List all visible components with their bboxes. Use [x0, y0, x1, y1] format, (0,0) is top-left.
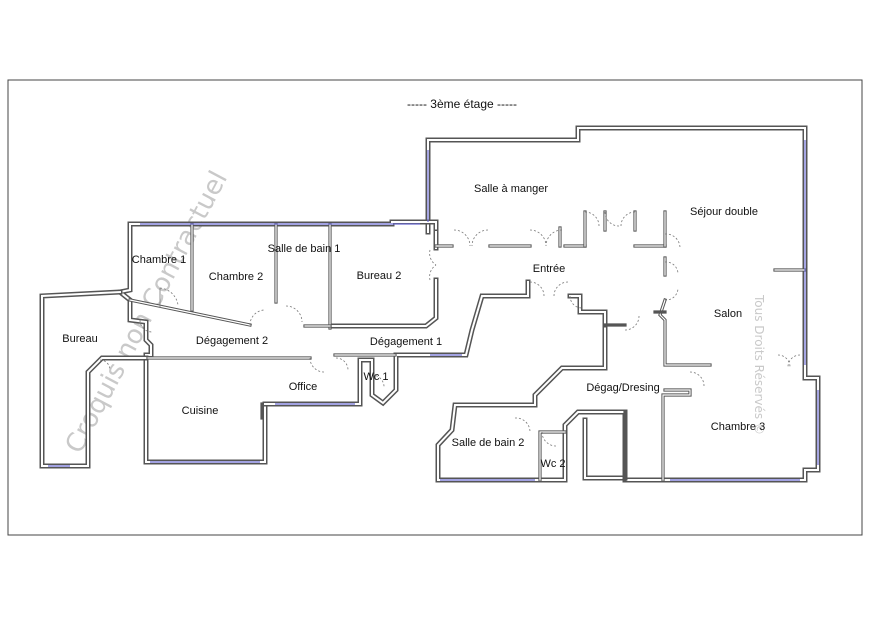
- room-label-wc-1: Wc 1: [363, 371, 388, 383]
- room-label-degag-dresing: Dégag/Dresing: [586, 382, 659, 394]
- room-label-bureau-2: Bureau 2: [357, 270, 402, 282]
- room-label-chambre-1: Chambre 1: [132, 254, 186, 266]
- room-label-salle-de-bain-2: Salle de bain 2: [452, 437, 525, 449]
- door-swings: [99, 211, 801, 447]
- room-label-chambre-3: Chambre 3: [711, 421, 765, 433]
- watermark-right: Tous Droits Réservés ©: [752, 294, 766, 435]
- room-label-salle-a-manger: Salle à manger: [474, 183, 548, 195]
- room-label-office: Office: [289, 381, 318, 393]
- room-label-cuisine: Cuisine: [182, 405, 219, 417]
- room-label-chambre-2: Chambre 2: [209, 271, 263, 283]
- room-label-entree: Entrée: [533, 263, 565, 275]
- room-label-wc-2: Wc 2: [540, 458, 565, 470]
- room-label-sejour-double: Séjour double: [690, 206, 758, 218]
- interior-partitions: [128, 210, 807, 482]
- room-label-bureau: Bureau: [62, 333, 97, 345]
- room-label-salle-de-bain-1: Salle de bain 1: [268, 243, 341, 255]
- room-label-degagement-1: Dégagement 1: [370, 336, 442, 348]
- room-label-salon: Salon: [714, 308, 742, 320]
- room-label-degagement-2: Dégagement 2: [196, 335, 268, 347]
- drawing-frame: [7, 79, 863, 536]
- windows: [48, 140, 819, 481]
- floor-title: ----- 3ème étage -----: [407, 97, 517, 111]
